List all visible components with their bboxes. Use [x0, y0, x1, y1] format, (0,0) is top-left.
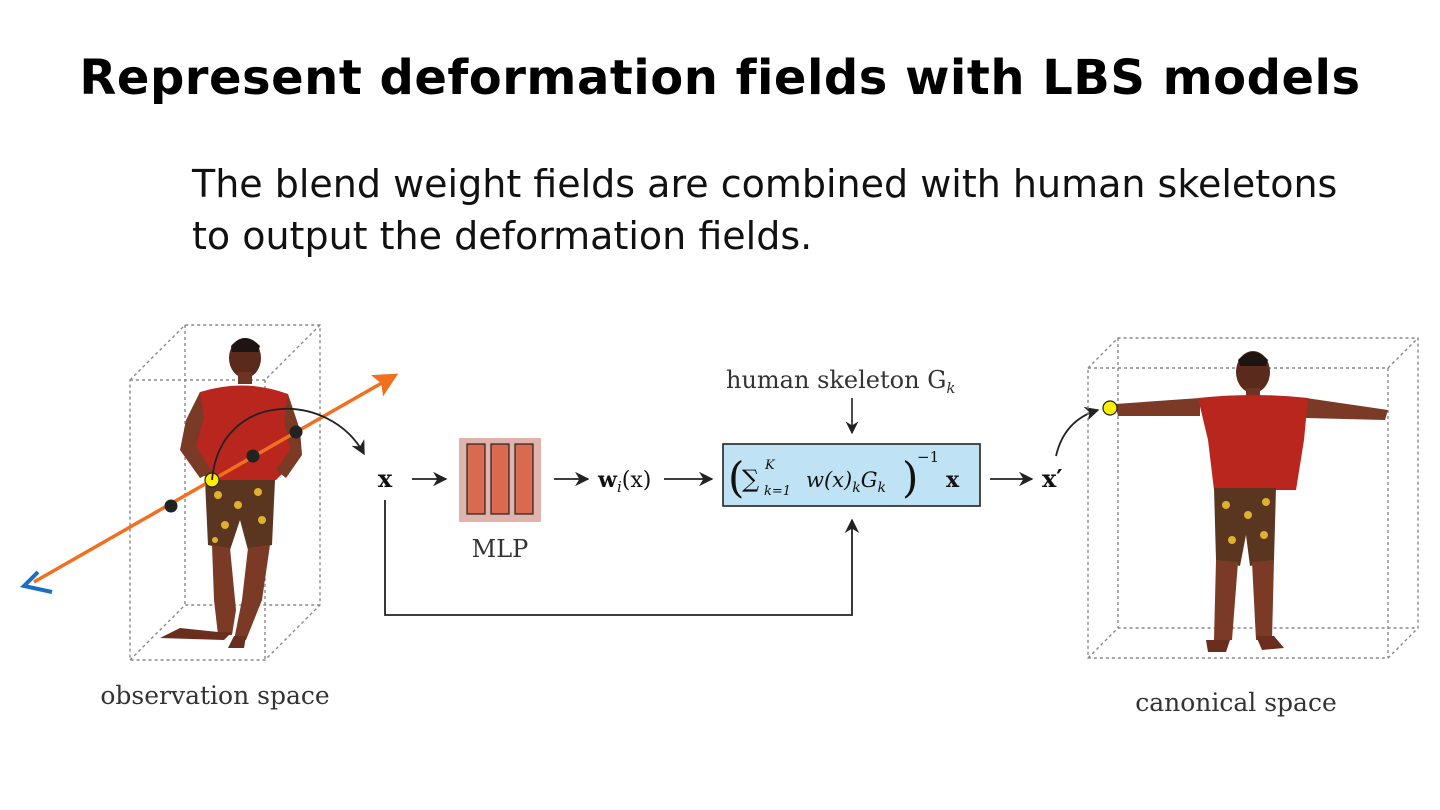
canonical-human-figure	[1115, 351, 1388, 652]
skeleton-label-text: human skeleton G	[726, 366, 946, 394]
output-x-label: x′	[1042, 464, 1063, 493]
canonical-space: canonical space	[1088, 338, 1418, 717]
formula-box: ( ∑ K k=1 w(x)kGk ) −1 x	[723, 444, 980, 506]
pipeline: x MLP wi(x) human skeleton Gk	[378, 366, 1098, 615]
formula-body-text: w(x)	[806, 468, 852, 492]
sample-point	[290, 426, 303, 439]
formula-sum: ∑	[742, 465, 759, 493]
formula-sup: K	[764, 458, 776, 473]
input-x-label: x	[378, 464, 393, 493]
formula-body-sub: k	[852, 480, 860, 496]
sample-point	[165, 500, 178, 513]
mlp-block	[459, 438, 541, 522]
weights-label: wi(x)	[597, 467, 651, 496]
observation-caption: observation space	[100, 681, 329, 710]
formula-sub: k=1	[764, 484, 791, 499]
observation-space: observation space	[24, 325, 394, 710]
observation-human-figure	[160, 338, 302, 648]
skeleton-label: human skeleton Gk	[726, 366, 955, 397]
svg-text:): )	[902, 453, 918, 502]
formula-x: x	[946, 467, 960, 493]
canonical-point	[1103, 401, 1117, 415]
formula-g-sub: k	[877, 480, 885, 496]
output-to-canonical-arrow	[1056, 410, 1098, 456]
skeleton-label-sub: k	[946, 379, 955, 397]
canonical-caption: canonical space	[1135, 688, 1337, 717]
mlp-label: MLP	[472, 535, 529, 563]
formula-exp: −1	[917, 448, 939, 466]
formula-g: G	[861, 468, 878, 492]
weights-label-arg: (x)	[622, 468, 652, 493]
skip-connection-arrow	[385, 500, 852, 615]
weights-label-main: w	[597, 467, 618, 493]
formula-body: w(x)kGk	[806, 468, 886, 496]
sample-point	[247, 450, 260, 463]
